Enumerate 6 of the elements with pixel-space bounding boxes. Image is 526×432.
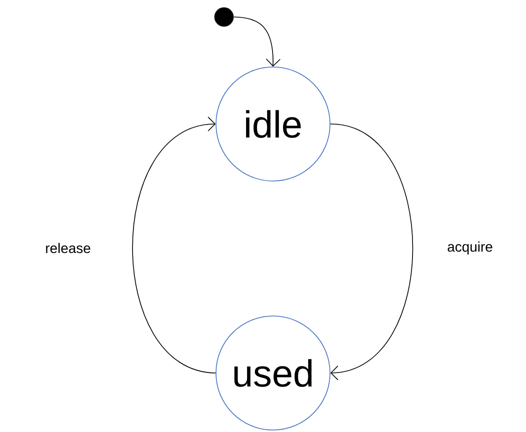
arrow bbox=[132, 116, 216, 374]
edge-label: acquire bbox=[446, 240, 494, 256]
arrow bbox=[233, 16, 281, 67]
start-dot bbox=[214, 7, 234, 27]
arrow bbox=[330, 124, 414, 380]
edge-label: release bbox=[44, 242, 92, 254]
